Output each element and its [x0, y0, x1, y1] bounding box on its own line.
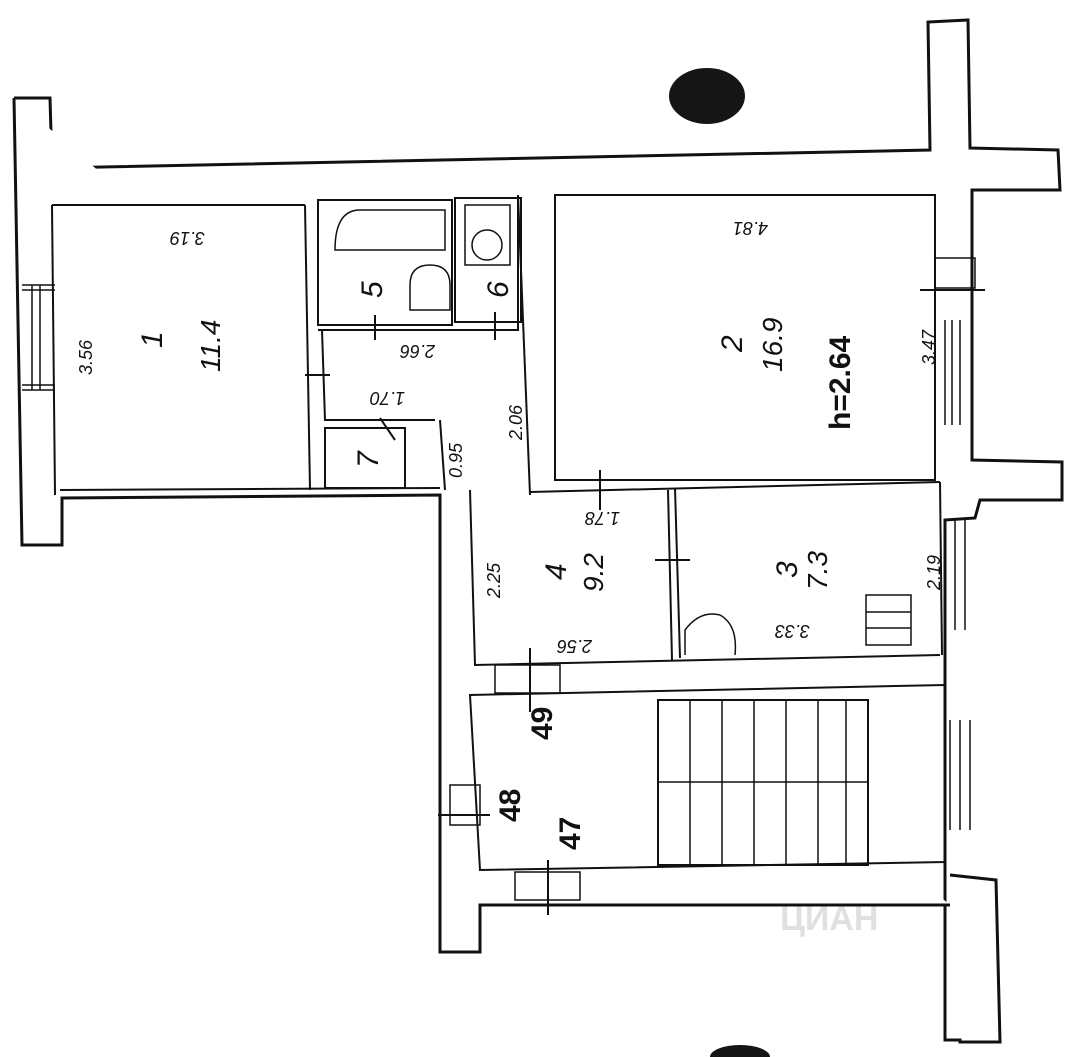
ink-blot — [669, 68, 745, 124]
room2-width: 4.81 — [733, 218, 768, 238]
room1-depth: 3.56 — [76, 339, 96, 375]
stair-label-47: 47 — [554, 817, 587, 850]
room2-walls — [517, 194, 941, 496]
room1-area: 11.4 — [195, 320, 226, 372]
kitchen-top-dim: 1.78 — [585, 508, 620, 528]
watermark: ЦИАН — [780, 900, 878, 938]
ink-blot-bottom — [710, 1045, 770, 1057]
hallway-walls — [305, 195, 519, 491]
window-right-top — [920, 257, 985, 425]
room5-number: 5 — [356, 281, 389, 298]
room1-width: 3.19 — [170, 228, 205, 248]
room4-width: 2.56 — [556, 636, 593, 656]
room4-area: 9.2 — [578, 553, 609, 592]
window-right-low — [949, 720, 971, 830]
stair-label-48: 48 — [494, 789, 527, 822]
stair-label-49: 49 — [526, 707, 559, 740]
staircase — [438, 648, 946, 915]
window-left — [22, 284, 55, 391]
room4-number: 4 — [540, 563, 573, 580]
room2-height: h=2.64 — [824, 335, 857, 430]
room3-width: 3.33 — [775, 621, 810, 641]
bathroom-block — [317, 197, 522, 340]
room3-room4-walls — [469, 470, 943, 667]
room2-number: 2 — [716, 335, 749, 353]
room3-number: 3 — [771, 561, 804, 578]
room3-area: 7.3 — [802, 551, 833, 590]
closet-dim: 1.70 — [370, 388, 405, 408]
window-right-mid — [944, 520, 966, 630]
pass-dim: 0.95 — [446, 442, 466, 478]
room4-depth: 2.25 — [484, 562, 504, 599]
room7-number: 7 — [352, 450, 385, 468]
hall-dim: 2.06 — [506, 404, 526, 441]
exterior-walls — [12, 18, 1064, 1044]
room6-number: 6 — [482, 281, 515, 298]
room2-area: 16.9 — [757, 318, 788, 373]
corridor-length-dim: 2.66 — [399, 341, 436, 361]
room1-number: 1 — [136, 331, 169, 348]
room2-depth: 3.47 — [919, 329, 939, 365]
room3-depth: 2.19 — [924, 555, 944, 591]
